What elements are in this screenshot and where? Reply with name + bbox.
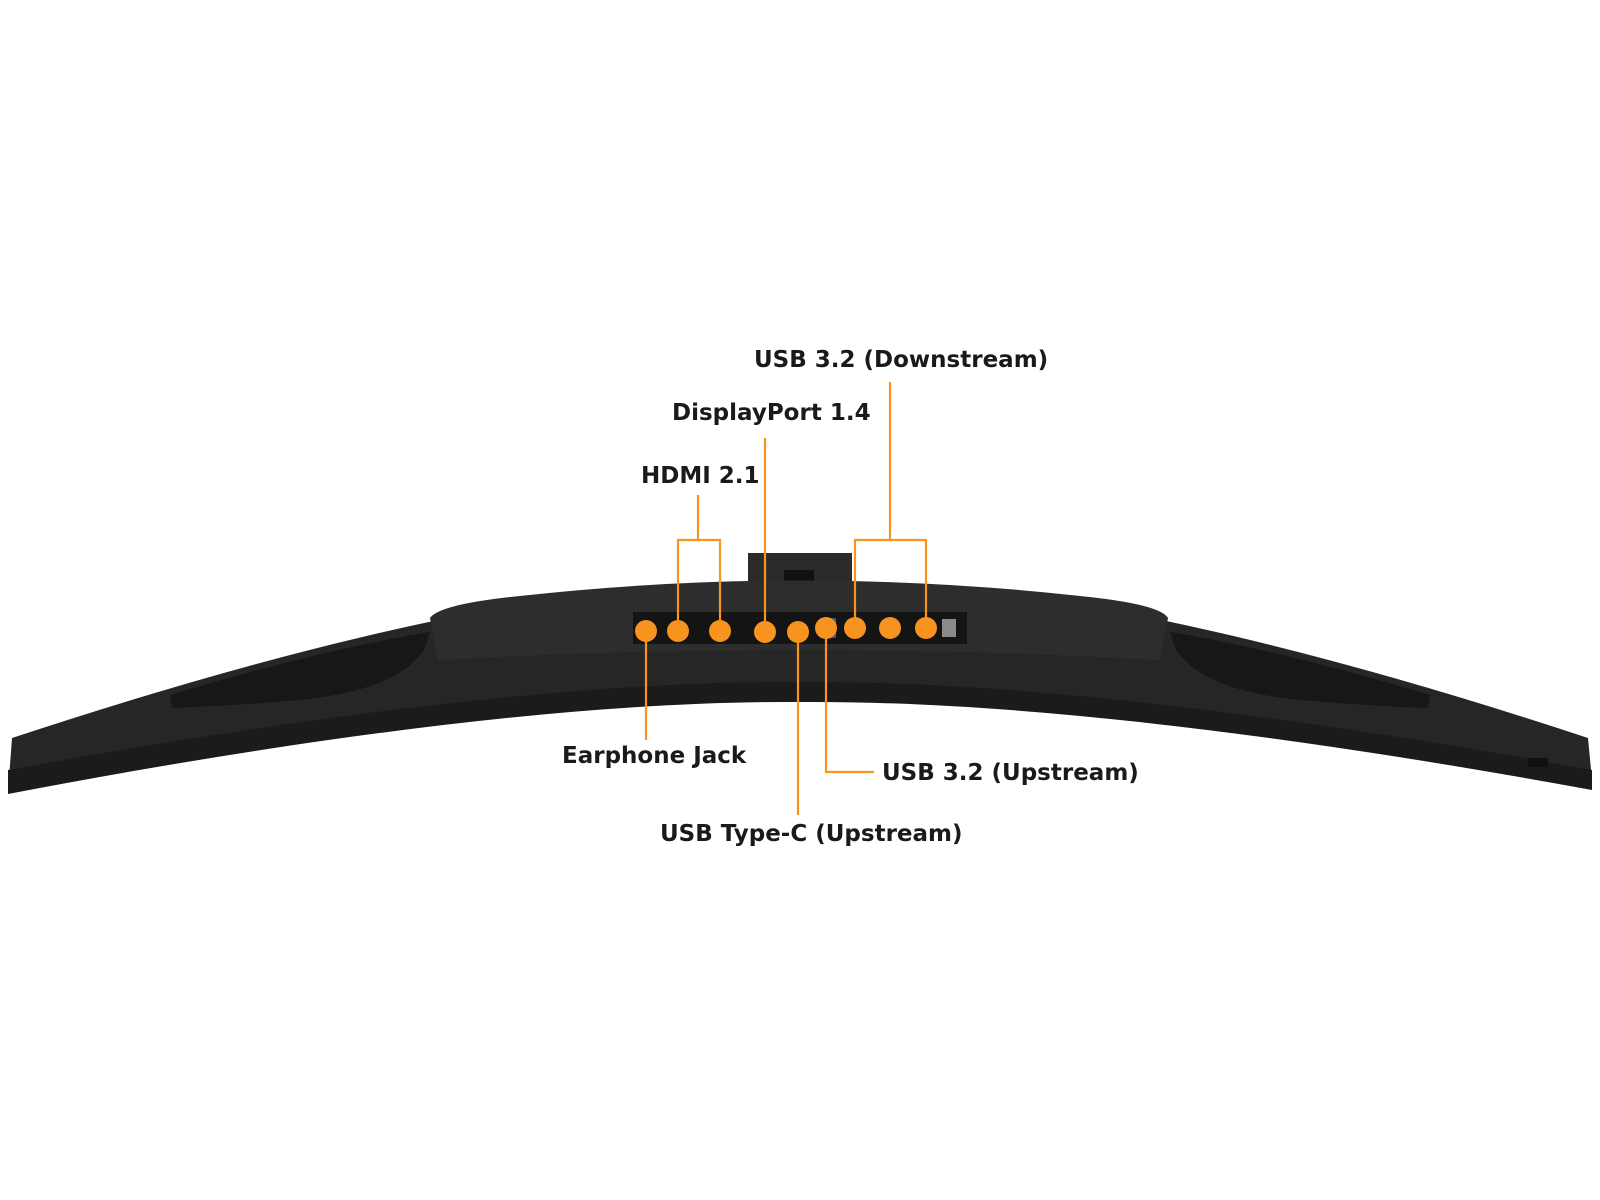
port-markers xyxy=(635,617,937,643)
label-usb32-downstream: USB 3.2 (Downstream) xyxy=(754,347,1049,373)
monitor-bottom-edge xyxy=(8,681,1592,794)
label-displayport: DisplayPort 1.4 xyxy=(672,400,871,426)
port-power xyxy=(942,619,956,637)
leader-lines xyxy=(644,382,928,815)
label-hdmi: HDMI 2.1 xyxy=(641,463,760,489)
marker-usb-typec xyxy=(787,621,809,643)
leader-hdmi xyxy=(676,495,722,630)
label-usb32-upstream: USB 3.2 (Upstream) xyxy=(882,760,1139,786)
marker-usb32-upstream xyxy=(815,617,837,639)
marker-hdmi-2 xyxy=(709,620,731,642)
leader-usb32-downstream xyxy=(853,382,928,628)
label-earphone-jack: Earphone Jack xyxy=(562,743,747,769)
leader-usb32-upstream xyxy=(824,628,874,774)
monitor-left-wing xyxy=(170,632,430,708)
stand-neck-slot xyxy=(784,570,814,582)
marker-displayport xyxy=(754,621,776,643)
marker-hdmi-1 xyxy=(667,620,689,642)
marker-usb32-down-2 xyxy=(879,617,901,639)
label-usb-typec-upstream: USB Type-C (Upstream) xyxy=(660,821,963,847)
monitor-right-wing xyxy=(1170,632,1430,708)
marker-earphone-jack xyxy=(635,620,657,642)
monitor-side-notch xyxy=(1528,758,1548,767)
marker-usb32-down-1 xyxy=(844,617,866,639)
marker-usb32-down-3 xyxy=(915,617,937,639)
